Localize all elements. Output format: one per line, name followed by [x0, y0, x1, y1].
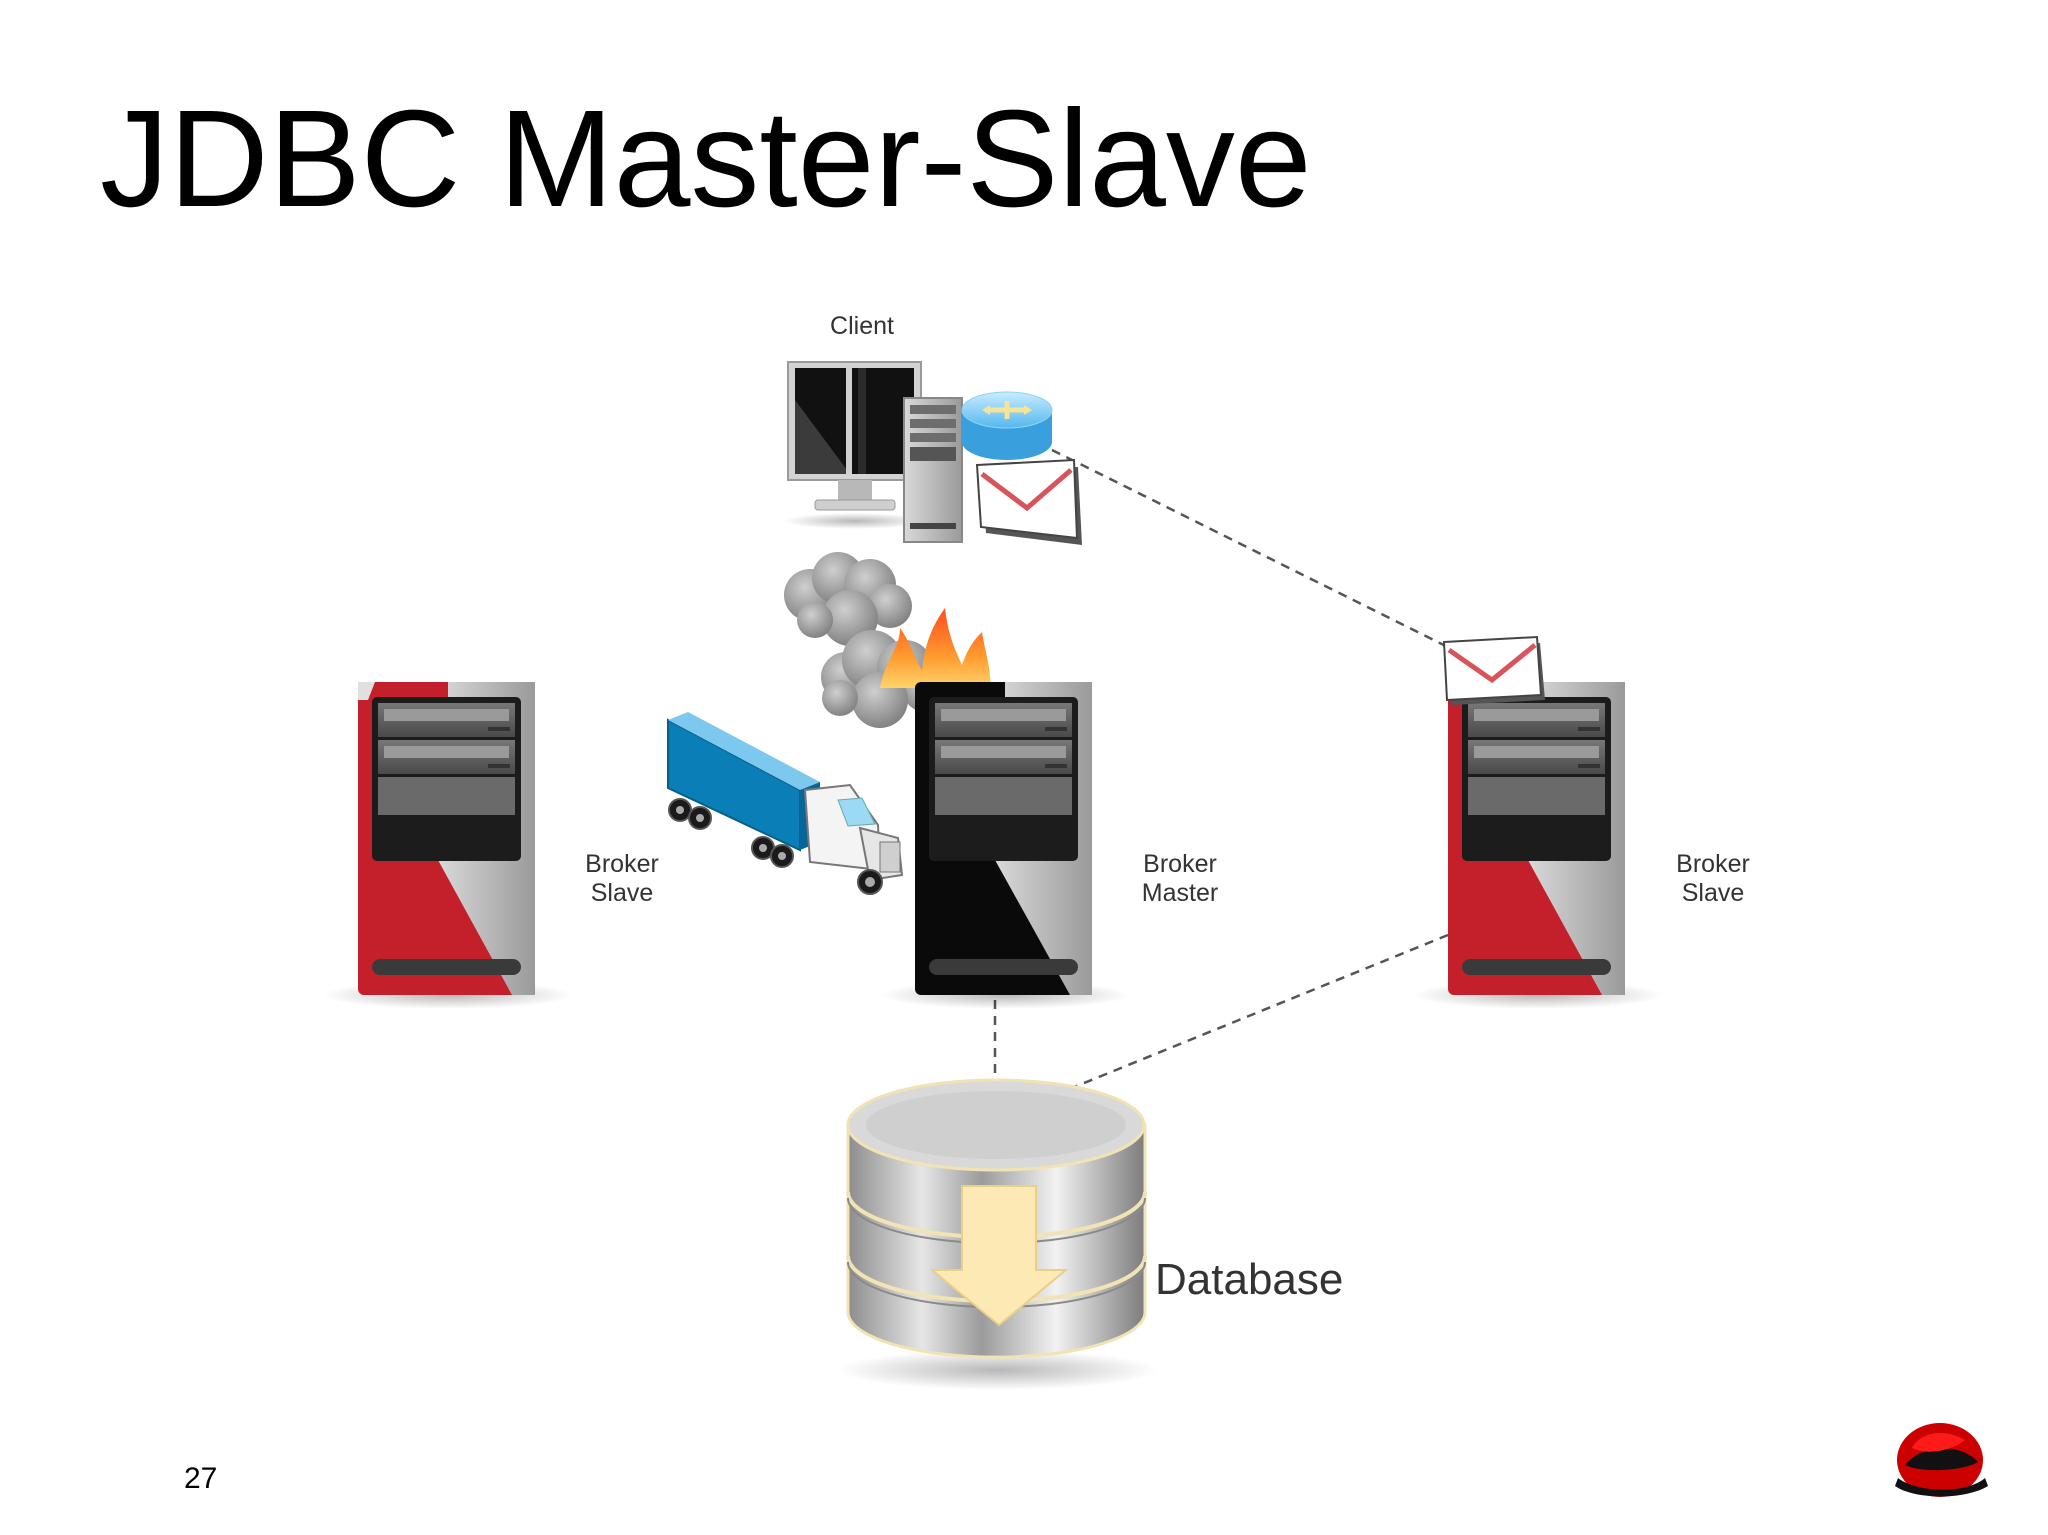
envelope-icon — [975, 458, 1082, 545]
fire-icon — [880, 608, 991, 688]
truck-icon — [667, 712, 904, 895]
broker-master-label: Broker Master — [1142, 850, 1218, 908]
broker-slave-left-server — [323, 682, 573, 1009]
router-icon — [961, 391, 1053, 460]
redhat-logo-icon — [1895, 1423, 1988, 1497]
label-line-1: Broker — [1676, 850, 1750, 878]
broker-slave-right-server — [1413, 635, 1663, 1009]
slide-title: JDBC Master-Slave — [100, 82, 1312, 236]
client-group — [783, 361, 1082, 545]
broker-slave-right-label: Broker Slave — [1676, 850, 1750, 908]
label-line-1: Broker — [585, 850, 659, 878]
client-to-slave-line — [1051, 448, 1511, 680]
label-line-2: Master — [1141, 879, 1219, 907]
label-line-2: Slave — [1681, 879, 1745, 907]
broker-slave-left-label: Broker Slave — [585, 850, 659, 908]
envelope-icon — [1442, 635, 1545, 705]
label-line-2: Slave — [590, 879, 654, 907]
database-cylinder-icon — [838, 1078, 1158, 1390]
page-number: 27 — [184, 1462, 218, 1495]
client-label: Client — [830, 312, 894, 340]
broker-master-server — [880, 682, 1130, 1009]
label-line-1: Broker — [1143, 850, 1217, 878]
database-label: Database — [1155, 1255, 1344, 1304]
desktop-computer-icon — [783, 361, 963, 543]
